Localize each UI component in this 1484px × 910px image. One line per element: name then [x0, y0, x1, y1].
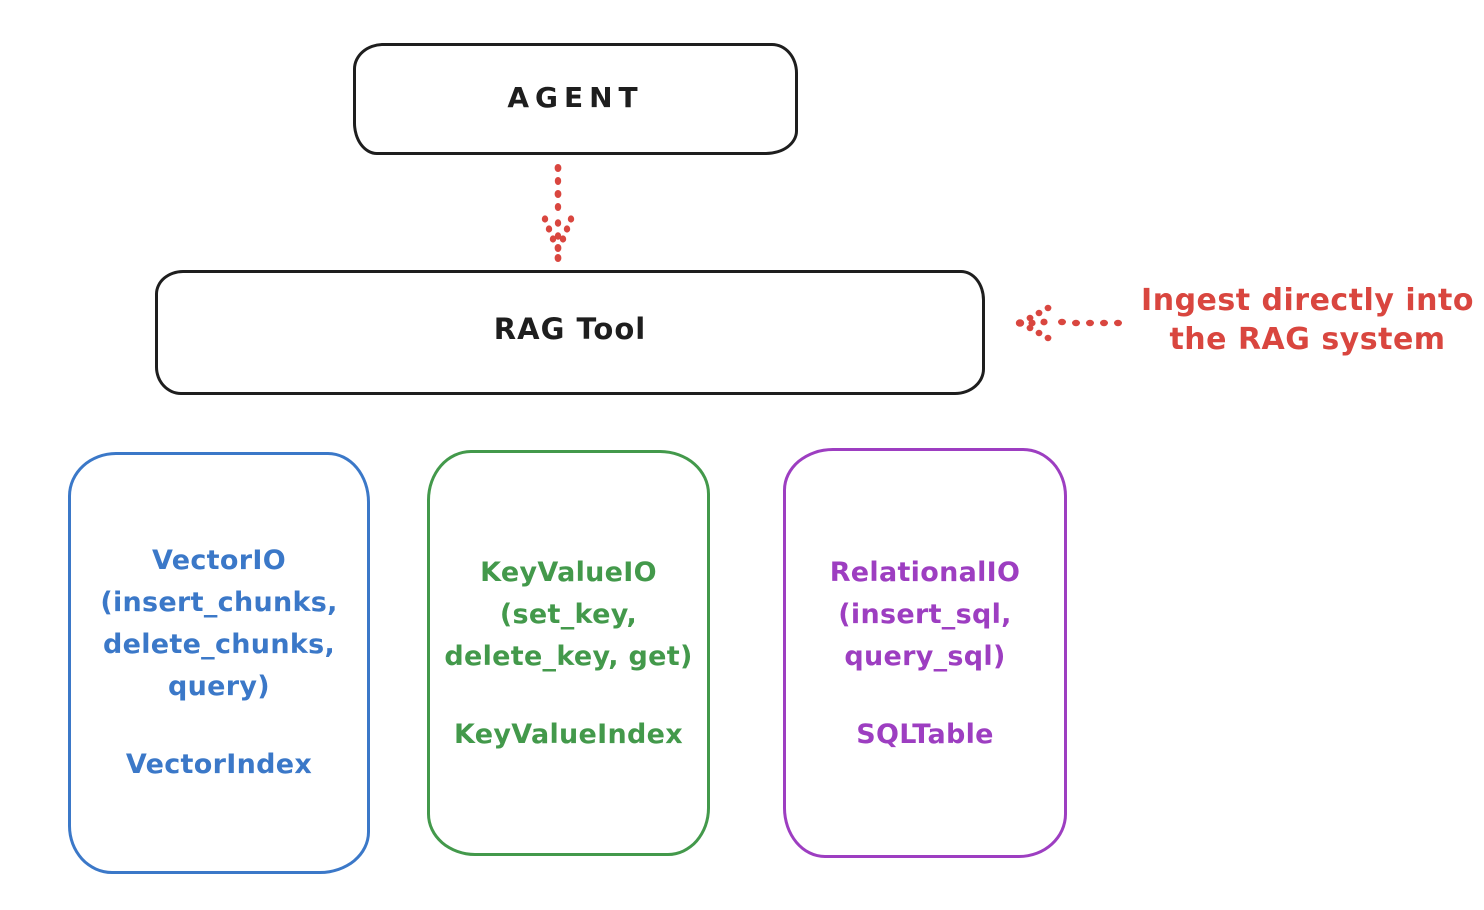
vector-io-line: (insert_chunks,: [100, 587, 338, 618]
vector-io-line: VectorIO: [152, 545, 286, 576]
key-value-io-line: (set_key,: [499, 599, 638, 630]
vector-io-box: VectorIO (insert_chunks, delete_chunks, …: [68, 452, 370, 874]
relational-io-line: (insert_sql,: [838, 599, 1012, 630]
relational-io-line: RelationalIO: [829, 557, 1021, 588]
ingest-annotation: Ingest directly into the RAG system: [1130, 281, 1484, 359]
rag-tool-label: RAG Tool: [493, 311, 647, 346]
vector-index-label: VectorIndex: [125, 749, 313, 780]
agent-box: AGENT: [353, 43, 798, 155]
agent-to-rag-arrow: [536, 163, 580, 263]
key-value-io-line: delete_key, get): [444, 641, 693, 672]
vector-io-line: query): [168, 671, 270, 702]
relational-io-box: RelationalIO (insert_sql, query_sql) SQL…: [783, 448, 1067, 858]
key-value-io-box: KeyValueIO (set_key, delete_key, get) Ke…: [427, 450, 710, 856]
key-value-index-label: KeyValueIndex: [453, 719, 683, 750]
agent-label: AGENT: [507, 80, 644, 114]
down-dotted-arrow-icon: [541, 164, 575, 262]
key-value-io-line: KeyValueIO: [480, 557, 657, 588]
ingest-annotation-line2: the RAG system: [1169, 322, 1446, 357]
sql-table-label: SQLTable: [856, 719, 994, 750]
vector-io-line: delete_chunks,: [102, 629, 336, 660]
left-dotted-arrow-icon: [1015, 304, 1122, 342]
rag-tool-box: RAG Tool: [155, 270, 985, 395]
ingest-annotation-line1: Ingest directly into: [1141, 283, 1474, 318]
ingest-arrow: [1012, 300, 1124, 344]
relational-io-line: query_sql): [844, 641, 1006, 672]
